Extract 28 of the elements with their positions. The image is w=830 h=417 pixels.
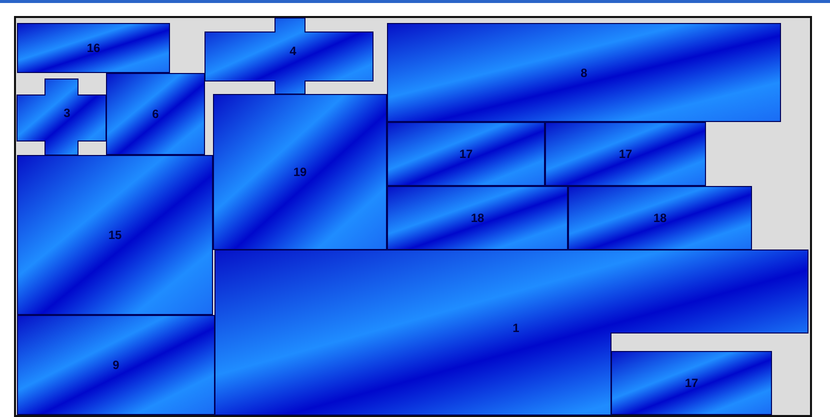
rectangular-piece xyxy=(387,122,545,186)
piece-number: 6 xyxy=(152,107,159,121)
l-shaped-piece xyxy=(215,250,808,415)
piece-number: 1 xyxy=(512,321,520,335)
piece-number: 4 xyxy=(290,44,296,58)
rectangular-piece xyxy=(387,186,568,250)
rectangular-piece xyxy=(17,155,213,315)
piece-number: 9 xyxy=(112,358,120,372)
cross-shaped-piece xyxy=(17,79,106,155)
rectangular-piece xyxy=(213,94,387,250)
rectangular-piece xyxy=(568,186,752,250)
cross-shaped-piece xyxy=(205,18,373,94)
piece-number: 17 xyxy=(459,147,473,161)
piece-number: 15 xyxy=(108,228,122,242)
piece-number: 18 xyxy=(653,211,667,225)
rectangular-piece xyxy=(387,23,781,122)
rectangular-piece xyxy=(106,73,205,155)
piece-number: 18 xyxy=(470,211,484,225)
piece-number: 17 xyxy=(618,147,632,161)
piece-number: 17 xyxy=(684,376,698,390)
rectangular-piece xyxy=(611,351,772,415)
rectangular-piece xyxy=(545,122,706,186)
piece-number: 19 xyxy=(293,165,307,179)
piece-number: 8 xyxy=(580,66,588,80)
rectangular-piece xyxy=(17,315,215,415)
rectangular-piece xyxy=(17,23,170,73)
piece-number: 3 xyxy=(64,106,70,120)
piece-number: 16 xyxy=(86,41,100,55)
